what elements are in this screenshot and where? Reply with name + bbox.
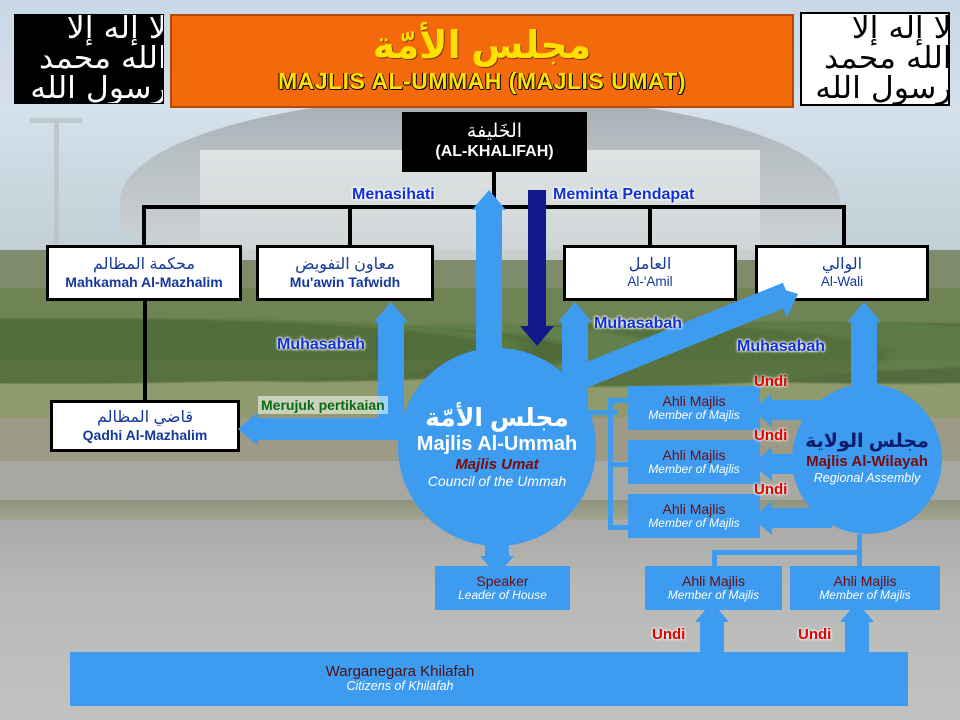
arrow-merujuk-head xyxy=(238,412,258,446)
node-qadhi-al-mazhalim[interactable]: قاضي المظالم Qadhi Al-Mazhalim xyxy=(50,400,240,452)
bracket-member-2-link xyxy=(608,462,630,467)
arrow-muhasabah-amil-head xyxy=(558,302,592,322)
node-speaker[interactable]: Speaker Leader of House xyxy=(435,566,570,610)
node-ahli-majlis-1-title: Ahli Majlis xyxy=(662,393,726,410)
node-al-khalifah[interactable]: الخَليفة (AL-KHALIFAH) xyxy=(402,112,587,172)
background-lamp-post xyxy=(54,120,59,300)
shahada-text-left: لا إله إلا الله محمد رسول الله xyxy=(30,14,164,104)
node-mahkamah-latin: Mahkamah Al-Mazhalim xyxy=(65,273,223,290)
node-mahkamah-arabic: محكمة المظالم xyxy=(92,255,196,273)
flag-al-liwa-icon: لا إله إلا الله محمد رسول الله xyxy=(800,12,950,106)
node-ahli-majlis-2-title: Ahli Majlis xyxy=(662,447,726,464)
node-al-wali-arabic: الوالي xyxy=(821,256,863,274)
label-undi-1: Undi xyxy=(754,373,788,390)
connector-drop-amil xyxy=(648,205,652,247)
node-majlis-wilayah-english: Regional Assembly xyxy=(813,470,921,485)
flag-al-raya-icon: لا إله إلا الله محمد رسول الله xyxy=(14,14,164,104)
node-al-wali-latin: Al-Wali xyxy=(820,273,864,289)
node-muawin-arabic: معاون التفويض xyxy=(295,255,395,273)
label-meminta-pendapat: Meminta Pendapat xyxy=(553,186,695,203)
arrow-meminta-head xyxy=(520,326,554,346)
bracket-member-1-link xyxy=(608,398,630,403)
label-muhasabah-2: Muhasabah xyxy=(594,315,683,332)
arrow-menasihati-shaft xyxy=(476,210,502,360)
node-ahli-majlis-3-subtitle: Member of Majlis xyxy=(648,516,740,531)
node-ahli-majlis-3[interactable]: Ahli Majlis Member of Majlis xyxy=(628,494,760,538)
label-merujuk-pertikaian: Merujuk pertikaian xyxy=(258,396,388,414)
node-majlis-wilayah-arabic: مجلس الولاية xyxy=(805,431,929,453)
node-ahli-majlis-4-subtitle: Member of Majlis xyxy=(667,588,760,603)
connector-mahkamah-qadhi xyxy=(143,300,147,402)
connector-drop-wali xyxy=(842,205,846,247)
arrow-muhasabah-muawin-shaft xyxy=(378,322,404,432)
connector-drop-muawin xyxy=(348,205,352,247)
node-citizens-text: Warganegara Khilafah Citizens of Khilafa… xyxy=(70,652,730,706)
label-undi-3: Undi xyxy=(754,481,788,498)
node-al-amil[interactable]: العامل Al-'Amil xyxy=(563,245,737,301)
node-ahli-majlis-2-subtitle: Member of Majlis xyxy=(648,462,740,477)
node-speaker-subtitle: Leader of House xyxy=(458,588,547,603)
node-ahli-majlis-5-title: Ahli Majlis xyxy=(833,573,897,590)
node-citizens-bar[interactable]: Warganegara Khilafah Citizens of Khilafa… xyxy=(70,652,908,706)
bracket-bottom-member-4-drop xyxy=(712,550,717,568)
arrow-muhasabah-wilayah-head xyxy=(847,302,881,322)
label-undi-5: Undi xyxy=(798,626,832,643)
header-banner: مجلس الأمّة MAJLIS AL-UMMAH (MAJLIS UMAT… xyxy=(170,14,794,108)
node-majlis-ummah-arabic: مجلس الأمّة xyxy=(425,404,569,433)
arrow-meminta-shaft xyxy=(528,190,546,328)
node-majlis-ummah-latin: Majlis Al-Ummah xyxy=(416,432,578,455)
bracket-members-stem xyxy=(588,410,618,415)
node-majlis-ummah-malay: Majlis Umat xyxy=(455,455,539,473)
node-mahkamah-al-mazhalim[interactable]: محكمة المظالم Mahkamah Al-Mazhalim xyxy=(46,245,242,301)
header-title-latin: MAJLIS AL-UMMAH (MAJLIS UMAT) xyxy=(277,68,686,95)
node-speaker-title: Speaker xyxy=(476,573,529,590)
node-al-khalifah-arabic: الخَليفة xyxy=(466,121,523,143)
node-ahli-majlis-4-title: Ahli Majlis xyxy=(681,573,745,590)
bracket-member-3-link xyxy=(608,525,630,530)
node-al-amil-latin: Al-'Amil xyxy=(627,273,673,289)
shahada-text-right: لا إله إلا الله محمد رسول الله xyxy=(815,12,950,106)
node-majlis-wilayah-latin: Majlis Al-Wilayah xyxy=(806,452,928,470)
node-qadhi-arabic: قاضي المظالم xyxy=(97,408,193,426)
node-al-khalifah-latin: (AL-KHALIFAH) xyxy=(435,143,554,161)
arrow-muhasabah-muawin-head xyxy=(374,302,408,322)
node-ahli-majlis-5-subtitle: Member of Majlis xyxy=(819,588,911,603)
label-menasihati: Menasihati xyxy=(352,186,435,203)
bracket-bottom-members-bus xyxy=(712,550,862,555)
arrow-menasihati-head xyxy=(472,190,506,210)
header-title-arabic: مجلس الأمّة xyxy=(372,25,592,68)
node-qadhi-latin: Qadhi Al-Mazhalim xyxy=(82,426,208,443)
node-ahli-majlis-3-title: Ahli Majlis xyxy=(662,501,726,518)
node-ahli-majlis-2[interactable]: Ahli Majlis Member of Majlis xyxy=(628,440,760,484)
connector-drop-mahkamah xyxy=(142,205,146,247)
bracket-bottom-member-5-drop xyxy=(857,534,862,568)
label-muhasabah-3: Muhasabah xyxy=(737,338,826,355)
node-ahli-majlis-1-subtitle: Member of Majlis xyxy=(648,408,740,423)
node-majlis-al-wilayah[interactable]: مجلس الولاية Majlis Al-Wilayah Regional … xyxy=(792,384,942,534)
node-ahli-majlis-5[interactable]: Ahli Majlis Member of Majlis xyxy=(790,566,940,610)
node-citizens-title: Warganegara Khilafah xyxy=(325,662,475,680)
node-muawin-tafwidh[interactable]: معاون التفويض Mu'awin Tafwidh xyxy=(256,245,434,301)
node-muawin-latin: Mu'awin Tafwidh xyxy=(289,273,401,290)
node-majlis-al-ummah[interactable]: مجلس الأمّة Majlis Al-Ummah Majlis Umat … xyxy=(398,348,596,546)
label-muhasabah-1: Muhasabah xyxy=(277,336,366,353)
node-citizens-subtitle: Citizens of Khilafah xyxy=(346,679,454,694)
label-undi-4: Undi xyxy=(652,626,686,643)
node-ahli-majlis-1[interactable]: Ahli Majlis Member of Majlis xyxy=(628,386,760,430)
node-ahli-majlis-4[interactable]: Ahli Majlis Member of Majlis xyxy=(645,566,782,610)
node-majlis-ummah-english: Council of the Ummah xyxy=(427,472,567,489)
node-al-amil-arabic: العامل xyxy=(628,256,672,274)
label-undi-2: Undi xyxy=(754,427,788,444)
